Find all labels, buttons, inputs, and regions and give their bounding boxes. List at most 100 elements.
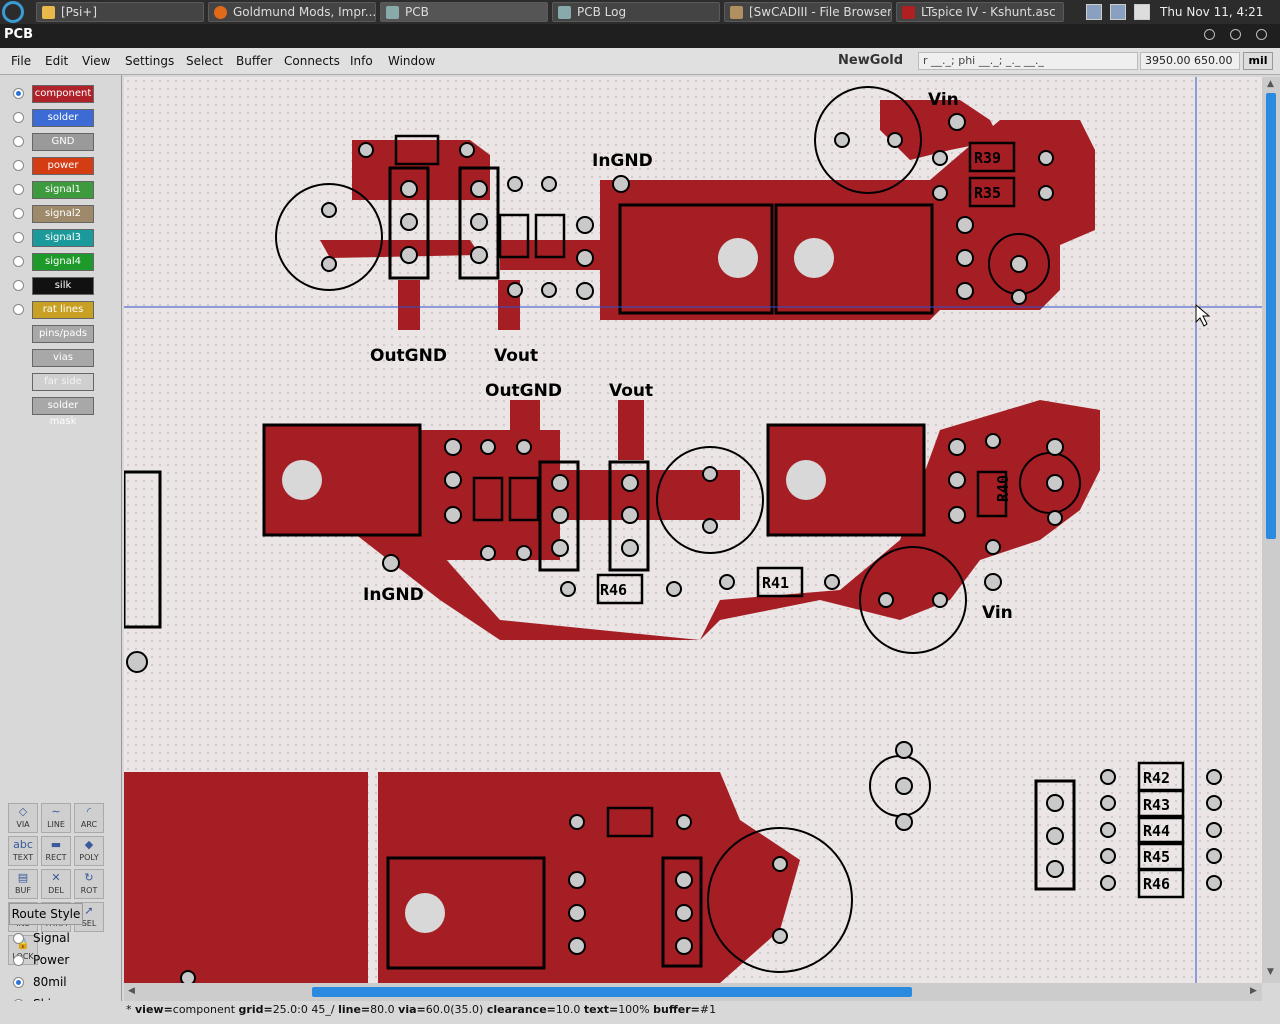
- layer-radio[interactable]: [13, 184, 24, 195]
- task-pcb-log[interactable]: PCB Log: [552, 2, 720, 22]
- tool-via-button[interactable]: ◇VIA: [8, 803, 38, 833]
- menu-connects[interactable]: Connects: [284, 54, 340, 68]
- status-line-key: line=: [338, 1003, 371, 1016]
- minimize-icon[interactable]: [1204, 29, 1215, 40]
- route-option-80mil[interactable]: 80mil: [0, 973, 122, 993]
- layer-toggle-button[interactable]: vias: [32, 349, 94, 367]
- menu-select[interactable]: Select: [186, 54, 224, 68]
- component-bodies: [262, 203, 934, 970]
- label-r40: R40: [994, 475, 1012, 502]
- label-r45: R45: [1143, 848, 1170, 866]
- layer-toggle-button[interactable]: far side: [32, 373, 94, 391]
- label-ingnd-top: InGND: [592, 151, 653, 171]
- layer-radio[interactable]: [13, 88, 24, 99]
- tool-poly-button[interactable]: ◆POLY: [74, 836, 104, 866]
- horizontal-scrollbar[interactable]: ◀ ▶: [124, 983, 1262, 1001]
- tool-del-button[interactable]: ✕DEL: [41, 869, 71, 899]
- layer-radio[interactable]: [13, 256, 24, 267]
- start-menu-icon[interactable]: [2, 1, 24, 23]
- line-icon: ∼: [51, 805, 61, 818]
- tool-label: RECT: [45, 853, 67, 862]
- menu-info[interactable]: Info: [350, 54, 373, 68]
- layer-radio[interactable]: [13, 136, 24, 147]
- tool-buf-button[interactable]: ▤BUF: [8, 869, 38, 899]
- menu-edit[interactable]: Edit: [45, 54, 69, 68]
- layer-radio[interactable]: [13, 304, 24, 315]
- layer-toggle-button[interactable]: signal4: [32, 253, 94, 271]
- close-icon[interactable]: [1256, 29, 1267, 40]
- layer-row-component: component: [0, 83, 122, 105]
- layer-toggle-button[interactable]: rat lines: [32, 301, 94, 319]
- menu-view[interactable]: View: [82, 54, 111, 68]
- route-option-power[interactable]: Power: [0, 951, 122, 971]
- taskbar: [Psi+] Goldmund Mods, Impr... PCB PCB Lo…: [0, 0, 1280, 43]
- tool-label: ARC: [80, 820, 98, 829]
- layer-row-signal2: signal2: [0, 203, 122, 225]
- menu-window[interactable]: Window: [388, 54, 436, 68]
- status-bar: * view=component grid=25.0:0 45_/ line=8…: [0, 1001, 1280, 1024]
- scroll-up-icon[interactable]: ▲: [1267, 79, 1274, 89]
- layer-toggle-button[interactable]: solder: [32, 109, 94, 127]
- route-style-button[interactable]: Route Style: [9, 903, 83, 925]
- pcb-canvas[interactable]: Vin InGND OutGND Vout OutGND Vout InGND …: [124, 77, 1262, 983]
- select-arrow-icon: ➚: [84, 904, 94, 917]
- layer-row-silk: silk: [0, 275, 122, 297]
- maximize-icon[interactable]: [1230, 29, 1241, 40]
- layer-toggle-button[interactable]: signal1: [32, 181, 94, 199]
- status-via-key: via=: [398, 1003, 426, 1016]
- route-radio[interactable]: [13, 977, 24, 988]
- route-radio[interactable]: [13, 933, 24, 944]
- display-icon[interactable]: [1086, 4, 1102, 20]
- route-option-signal[interactable]: Signal: [0, 929, 122, 949]
- layer-radio[interactable]: [13, 160, 24, 171]
- task-file-browser[interactable]: [SwCADIII - File Browser]: [724, 2, 892, 22]
- label-vin-top: Vin: [928, 90, 959, 110]
- menu-buffer[interactable]: Buffer: [236, 54, 273, 68]
- label-vin-mid: Vin: [982, 603, 1013, 623]
- menu-file[interactable]: File: [11, 54, 32, 68]
- tool-arc-button[interactable]: ◜ARC: [74, 803, 104, 833]
- layer-toggle-button[interactable]: silk: [32, 277, 94, 295]
- horizontal-scroll-thumb[interactable]: [312, 987, 912, 997]
- units-toggle-button[interactable]: mil: [1243, 52, 1273, 70]
- folder-icon: [730, 6, 743, 19]
- vertical-scrollbar[interactable]: ▲ ▼: [1262, 77, 1280, 983]
- route-radio[interactable]: [13, 955, 24, 966]
- layer-row-far-side: far side: [0, 371, 122, 393]
- layer-toggle-button[interactable]: power: [32, 157, 94, 175]
- layer-radio[interactable]: [13, 112, 24, 123]
- menubar: File Edit View Settings Select Buffer Co…: [0, 48, 1280, 75]
- layer-toggle-button[interactable]: signal2: [32, 205, 94, 223]
- status-view-key: view=: [135, 1003, 173, 1016]
- layer-toggle-button[interactable]: signal3: [32, 229, 94, 247]
- menu-settings[interactable]: Settings: [125, 54, 175, 68]
- network-icon[interactable]: [1110, 4, 1126, 20]
- task-firefox[interactable]: Goldmund Mods, Impr...: [208, 2, 376, 22]
- tool-label: TEXT: [12, 853, 34, 862]
- layer-toggle-button[interactable]: component: [32, 85, 94, 103]
- layer-toggle-button[interactable]: GND: [32, 133, 94, 151]
- scroll-right-icon[interactable]: ▶: [1250, 986, 1257, 996]
- task-ltspice[interactable]: LTspice IV - Kshunt.asc: [896, 2, 1064, 22]
- layer-radio[interactable]: [13, 280, 24, 291]
- star-icon: [42, 6, 55, 19]
- layer-radio[interactable]: [13, 232, 24, 243]
- scroll-left-icon[interactable]: ◀: [128, 986, 135, 996]
- layer-toggle-button[interactable]: pins/pads: [32, 325, 94, 343]
- status-buffer-key: buffer=: [653, 1003, 700, 1016]
- tool-rect-button[interactable]: ▬RECT: [41, 836, 71, 866]
- layer-row-rat-lines: rat lines: [0, 299, 122, 321]
- tool-line-button[interactable]: ∼LINE: [41, 803, 71, 833]
- task-psi[interactable]: [Psi+]: [36, 2, 204, 22]
- tool-rot-button[interactable]: ↻ROT: [74, 869, 104, 899]
- scroll-down-icon[interactable]: ▼: [1267, 967, 1274, 977]
- layer-toggle-button[interactable]: solder mask: [32, 397, 94, 427]
- vertical-scroll-thumb[interactable]: [1266, 93, 1276, 539]
- clipboard-icon[interactable]: [1134, 4, 1150, 20]
- task-pcb[interactable]: PCB: [380, 2, 548, 22]
- layer-radio[interactable]: [13, 208, 24, 219]
- layer-row-solder: solder: [0, 107, 122, 129]
- cursor-polar-readout: r __._; phi __._; _._ __._: [918, 52, 1138, 70]
- status-text: 100%: [618, 1003, 650, 1016]
